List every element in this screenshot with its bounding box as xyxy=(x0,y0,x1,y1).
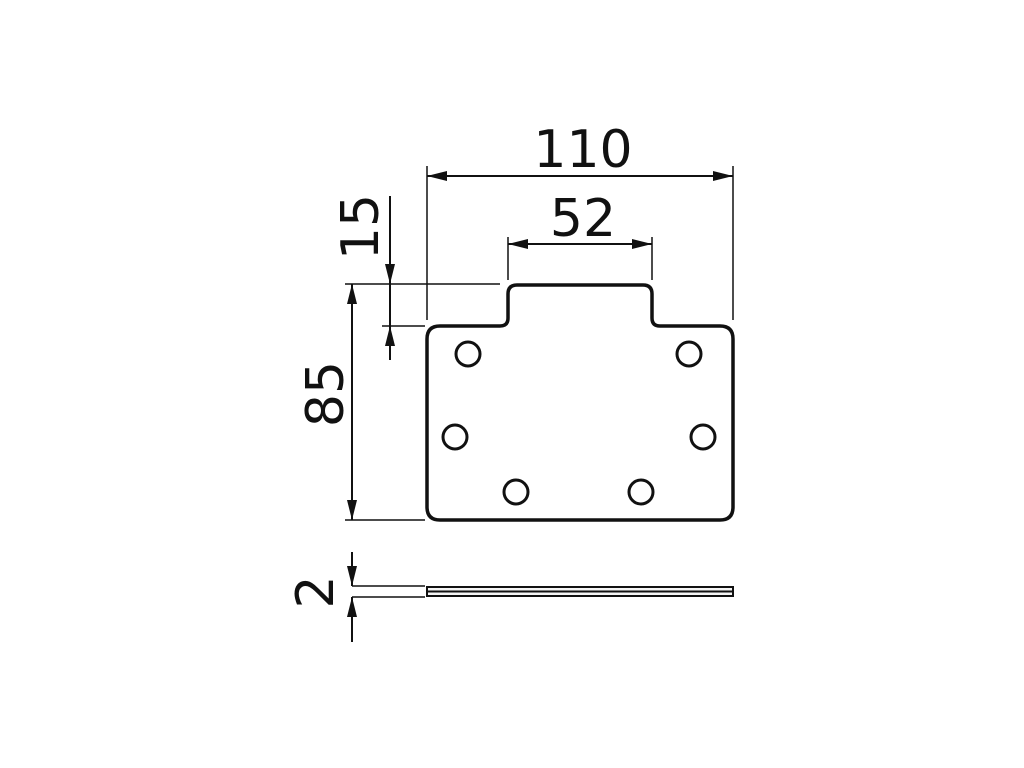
plate-outline xyxy=(425,283,735,522)
dimension-label-thickness: 2 xyxy=(286,575,346,608)
dimension-tab-height: 15 xyxy=(331,194,395,360)
dimension-tab-width: 52 xyxy=(508,189,652,249)
dimension-overall-width: 110 xyxy=(427,120,733,181)
extension-lines xyxy=(345,166,734,598)
dimension-label-plate-height: 85 xyxy=(296,361,356,427)
mounting-hole xyxy=(689,423,717,451)
mounting-hole xyxy=(627,478,655,506)
dimension-label-overall-width: 110 xyxy=(533,120,632,180)
dimension-label-tab-height: 15 xyxy=(331,194,391,260)
mounting-hole xyxy=(502,478,530,506)
mounting-hole xyxy=(441,423,469,451)
dimension-label-tab-width: 52 xyxy=(550,189,616,249)
dimension-plate-height: 85 xyxy=(296,284,357,520)
mounting-hole xyxy=(675,340,703,368)
mounting-holes xyxy=(441,340,717,506)
mounting-hole xyxy=(454,340,482,368)
dimension-thickness: 2 xyxy=(286,552,357,642)
plate-side-view xyxy=(426,586,734,597)
